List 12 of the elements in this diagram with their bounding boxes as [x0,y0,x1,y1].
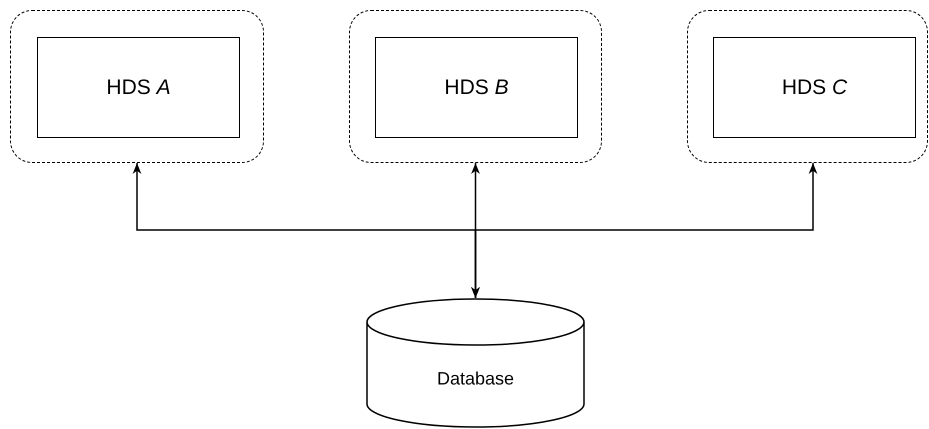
node-label: HDS B [444,76,509,100]
node-label: HDS A [106,76,171,100]
group-container [10,10,264,163]
node-label: HDS C [782,76,848,100]
database-cylinder [366,298,585,428]
process-box [37,37,240,138]
arrow [471,163,818,298]
process-box [375,37,578,138]
group-container [349,10,602,163]
group-container [687,10,928,163]
node-label: Database [436,368,514,390]
process-box [713,37,916,138]
